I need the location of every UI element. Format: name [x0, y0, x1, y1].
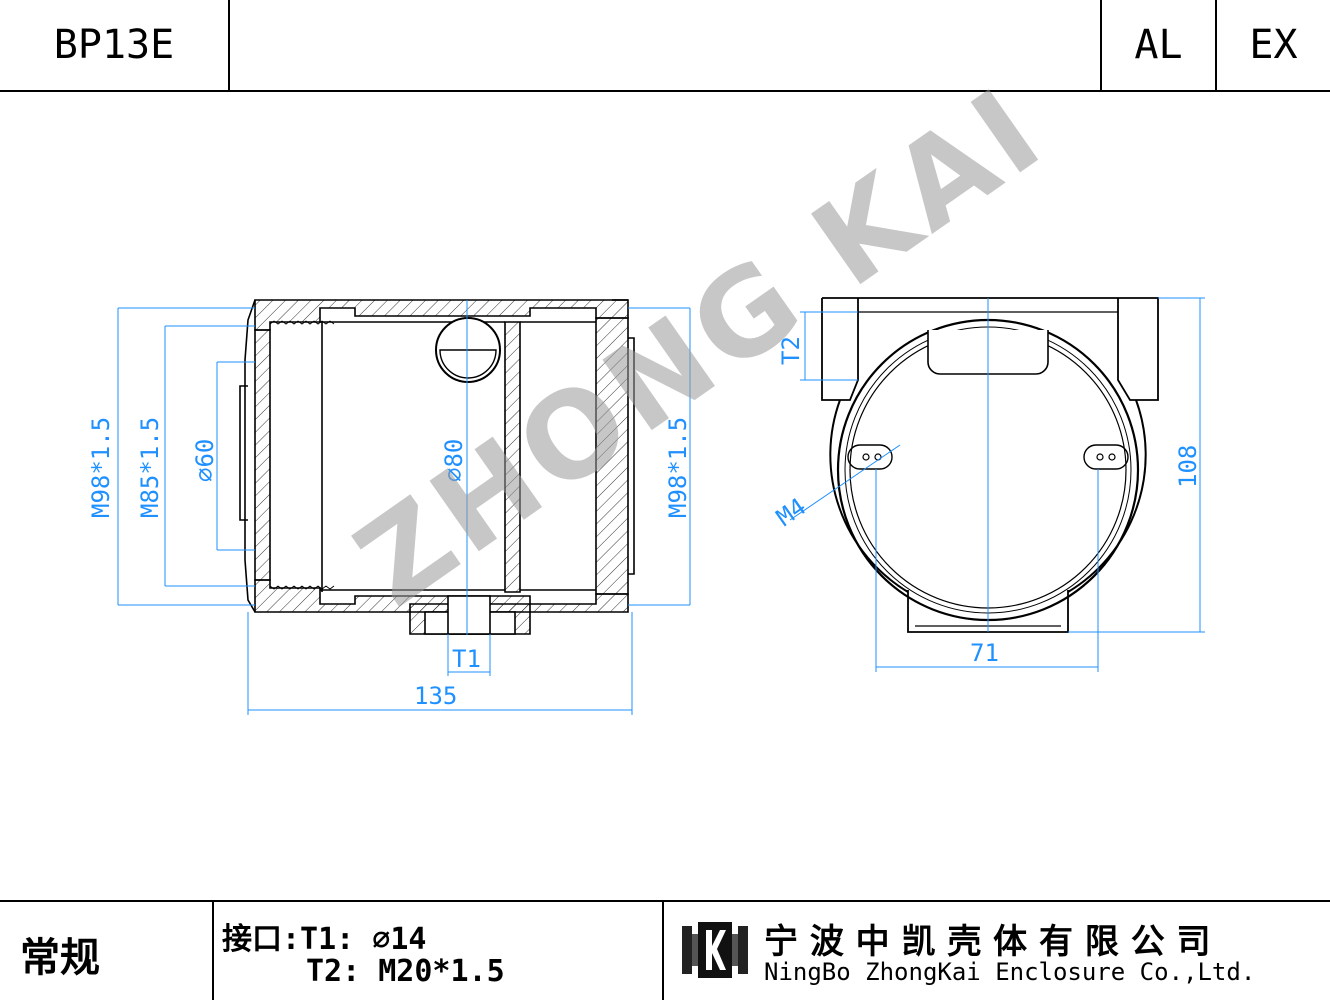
- company-name-en: NingBo ZhongKai Enclosure Co.,Ltd.: [764, 958, 1256, 986]
- footer-divider-2: [662, 900, 664, 1000]
- dim-t2: T2: [777, 336, 805, 365]
- side-dimension-lines: [117, 307, 691, 715]
- dim-t1: T1: [452, 645, 481, 673]
- ports-line-2: T2: M20*1.5: [306, 954, 505, 989]
- model-box: BP13E: [0, 0, 230, 92]
- dim-inner-80: ⌀80: [440, 439, 468, 482]
- front-dimension-lines: [789, 297, 1205, 672]
- side-section-view: [239, 299, 635, 635]
- footer-divider-1: [212, 900, 214, 1000]
- dim-bore-60: ⌀60: [191, 439, 219, 482]
- footer-rule: [0, 900, 1330, 902]
- dim-length-135: 135: [414, 682, 457, 710]
- company-logo-icon: [682, 922, 748, 978]
- badge-al: AL: [1134, 22, 1183, 68]
- dim-m98-right: M98*1.5: [664, 417, 692, 518]
- dim-width-71: 71: [970, 639, 999, 667]
- dim-m4: M4: [771, 492, 811, 532]
- header-rule: [0, 90, 1330, 92]
- category-label: 常规: [20, 935, 100, 981]
- badge-ex-box: EX: [1215, 0, 1330, 92]
- ports-line-1: 接口:T1: ⌀14: [222, 922, 427, 957]
- model-number: BP13E: [53, 22, 175, 68]
- dim-m98-left: M98*1.5: [87, 417, 115, 518]
- front-view: [821, 297, 1159, 633]
- company-name-cn: 宁 波 中 凯 壳 体 有 限 公 司: [764, 922, 1211, 962]
- dim-m85: M85*1.5: [136, 417, 164, 518]
- badge-ex: EX: [1249, 22, 1298, 68]
- dim-height-108: 108: [1174, 445, 1202, 488]
